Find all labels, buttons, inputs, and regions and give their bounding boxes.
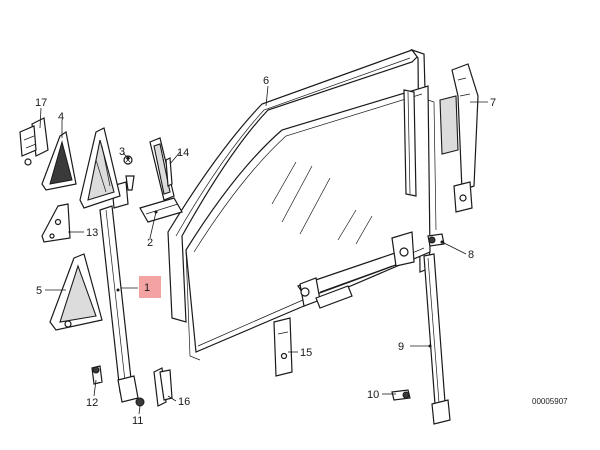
label-part-14[interactable]: 14	[177, 147, 189, 159]
vent-glass-triangle	[49, 253, 103, 331]
label-part-13[interactable]: 13	[86, 227, 98, 239]
screw-3	[123, 155, 135, 191]
label-part-15[interactable]: 15	[300, 347, 312, 359]
screw-12	[91, 365, 103, 385]
seal-molding	[139, 137, 183, 223]
clip-15	[273, 317, 293, 377]
label-part-1[interactable]: 1	[144, 282, 150, 294]
label-part-5[interactable]: 5	[36, 285, 42, 297]
label-part-16[interactable]: 16	[178, 396, 190, 408]
lift-rail	[297, 231, 415, 309]
label-part-12[interactable]: 12	[86, 397, 98, 409]
label-part-2[interactable]: 2	[147, 237, 153, 249]
label-part-4[interactable]: 4	[58, 111, 64, 123]
division-bar	[99, 181, 161, 403]
label-part-6[interactable]: 6	[263, 75, 269, 87]
label-part-10[interactable]: 10	[367, 389, 379, 401]
bolt-8	[427, 233, 445, 247]
small-vent-glass	[41, 130, 77, 191]
part-labels: 1 2 3 4 5 6 7 8 9 10 11 12 13 14 15 16 1…	[35, 75, 496, 427]
label-part-17[interactable]: 17	[35, 97, 47, 109]
label-part-11[interactable]: 11	[132, 415, 143, 427]
highlight-marker	[139, 276, 161, 298]
pin-14	[165, 157, 173, 187]
triangle-plate	[41, 203, 71, 243]
screw-10	[391, 389, 411, 401]
vent-triangle-frame	[79, 127, 121, 209]
rear-guide-rail	[423, 253, 451, 425]
window-glass-assembly	[167, 48, 437, 361]
leader-lines	[39, 85, 488, 415]
lower-bracket	[135, 367, 173, 407]
reference-code: 00005907	[532, 397, 568, 406]
label-part-8[interactable]: 8	[468, 249, 474, 261]
label-part-7[interactable]: 7	[490, 97, 496, 109]
label-part-9[interactable]: 9	[398, 341, 404, 353]
rear-channel-bracket	[439, 63, 479, 213]
mount-bracket	[19, 117, 49, 166]
label-part-3[interactable]: 3	[119, 146, 125, 158]
